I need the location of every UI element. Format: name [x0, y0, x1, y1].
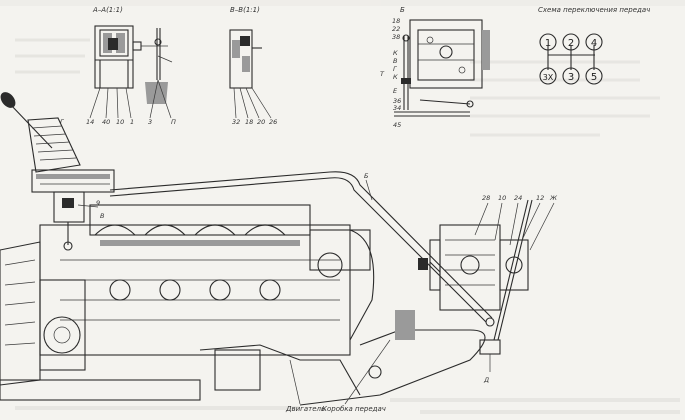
callout-label: К	[393, 49, 398, 57]
callout-label: 18	[245, 118, 253, 126]
callout-label: В	[100, 212, 105, 220]
gear-label: 2	[568, 38, 574, 49]
callout-label: 24	[514, 194, 522, 202]
callout-label: 18	[392, 17, 400, 25]
gear-slot-3	[562, 67, 580, 85]
section-a-title: А–А(1:1)	[92, 6, 123, 14]
gear-label: 4	[591, 38, 597, 49]
callout-label: К	[393, 73, 398, 81]
gear-slot-3x	[539, 67, 557, 85]
callout-label: 20	[257, 118, 265, 126]
shift-rod	[109, 171, 495, 327]
callout-label: 32	[232, 118, 240, 126]
callout-label: 9	[96, 199, 100, 207]
gear-label: 3Х	[543, 73, 554, 82]
callout-label: 45	[393, 121, 401, 129]
gear-label: 5	[591, 72, 597, 83]
callout-label: 40	[102, 118, 110, 126]
gear-shift-pattern: Схема переключения передач 1 2 4 3Х 3 5	[538, 6, 650, 85]
callout-label: П	[171, 118, 176, 126]
callout-label: 26	[269, 118, 277, 126]
section-a-a: А–А(1:1)	[89, 6, 173, 119]
callout-label: 10	[116, 118, 124, 126]
section-b-title: В–В(1:1)	[230, 6, 260, 14]
callout-label: 22	[392, 25, 400, 33]
gearbox-assembly	[429, 199, 533, 372]
callout-label: 1	[130, 118, 134, 126]
callouts-rod: Б 28 10 24 12 Ж Д	[364, 172, 558, 384]
gear-label: 3	[568, 72, 574, 83]
callout-label: 34	[393, 104, 401, 112]
callout-label: В	[393, 57, 398, 65]
gear-lever	[0, 92, 115, 251]
engine-caption: Двигатель	[285, 405, 325, 413]
callout-label: 14	[86, 118, 94, 126]
leader-lines	[77, 179, 555, 251]
callout-label: Ж	[549, 194, 558, 202]
gearbox-caption: Коробка передач	[322, 405, 386, 413]
section-b-b: В–В(1:1)	[229, 6, 272, 119]
callout-label: 3	[148, 118, 152, 126]
shift-pattern-title: Схема переключения передач	[538, 6, 650, 14]
callout-label: 10	[498, 194, 506, 202]
gear-label: 1	[545, 38, 551, 49]
callout-label: Т	[380, 70, 385, 78]
callout-label: Е	[393, 87, 398, 95]
detail-b-title: Б	[400, 6, 405, 14]
gear-slot-1	[539, 33, 557, 51]
callouts-section-a: 14 40 10 1 Г 3 П	[60, 118, 176, 126]
callout-label: Г	[60, 118, 65, 126]
callouts-detail-b: 18 22 38 К В Г К Т Е 36 34 45	[380, 17, 401, 129]
callout-label: Д	[483, 376, 489, 384]
callout-label: 36	[393, 97, 401, 105]
callout-label: 38	[392, 33, 400, 41]
callout-label: 12	[536, 194, 544, 202]
callout-label: Б	[364, 172, 369, 180]
callout-label: 28	[482, 194, 490, 202]
gear-slot-5	[585, 67, 603, 85]
callouts-lever: 9 В	[96, 199, 105, 220]
detail-view-b: Б	[394, 6, 490, 117]
gear-slot-4	[585, 33, 603, 51]
callout-label: Г	[393, 65, 398, 73]
bottom-captions: Двигатель Коробка передач	[285, 339, 391, 413]
callouts-section-b: 32 18 20 26	[232, 118, 277, 126]
gear-slot-2	[562, 33, 580, 51]
engine-block	[0, 204, 486, 406]
